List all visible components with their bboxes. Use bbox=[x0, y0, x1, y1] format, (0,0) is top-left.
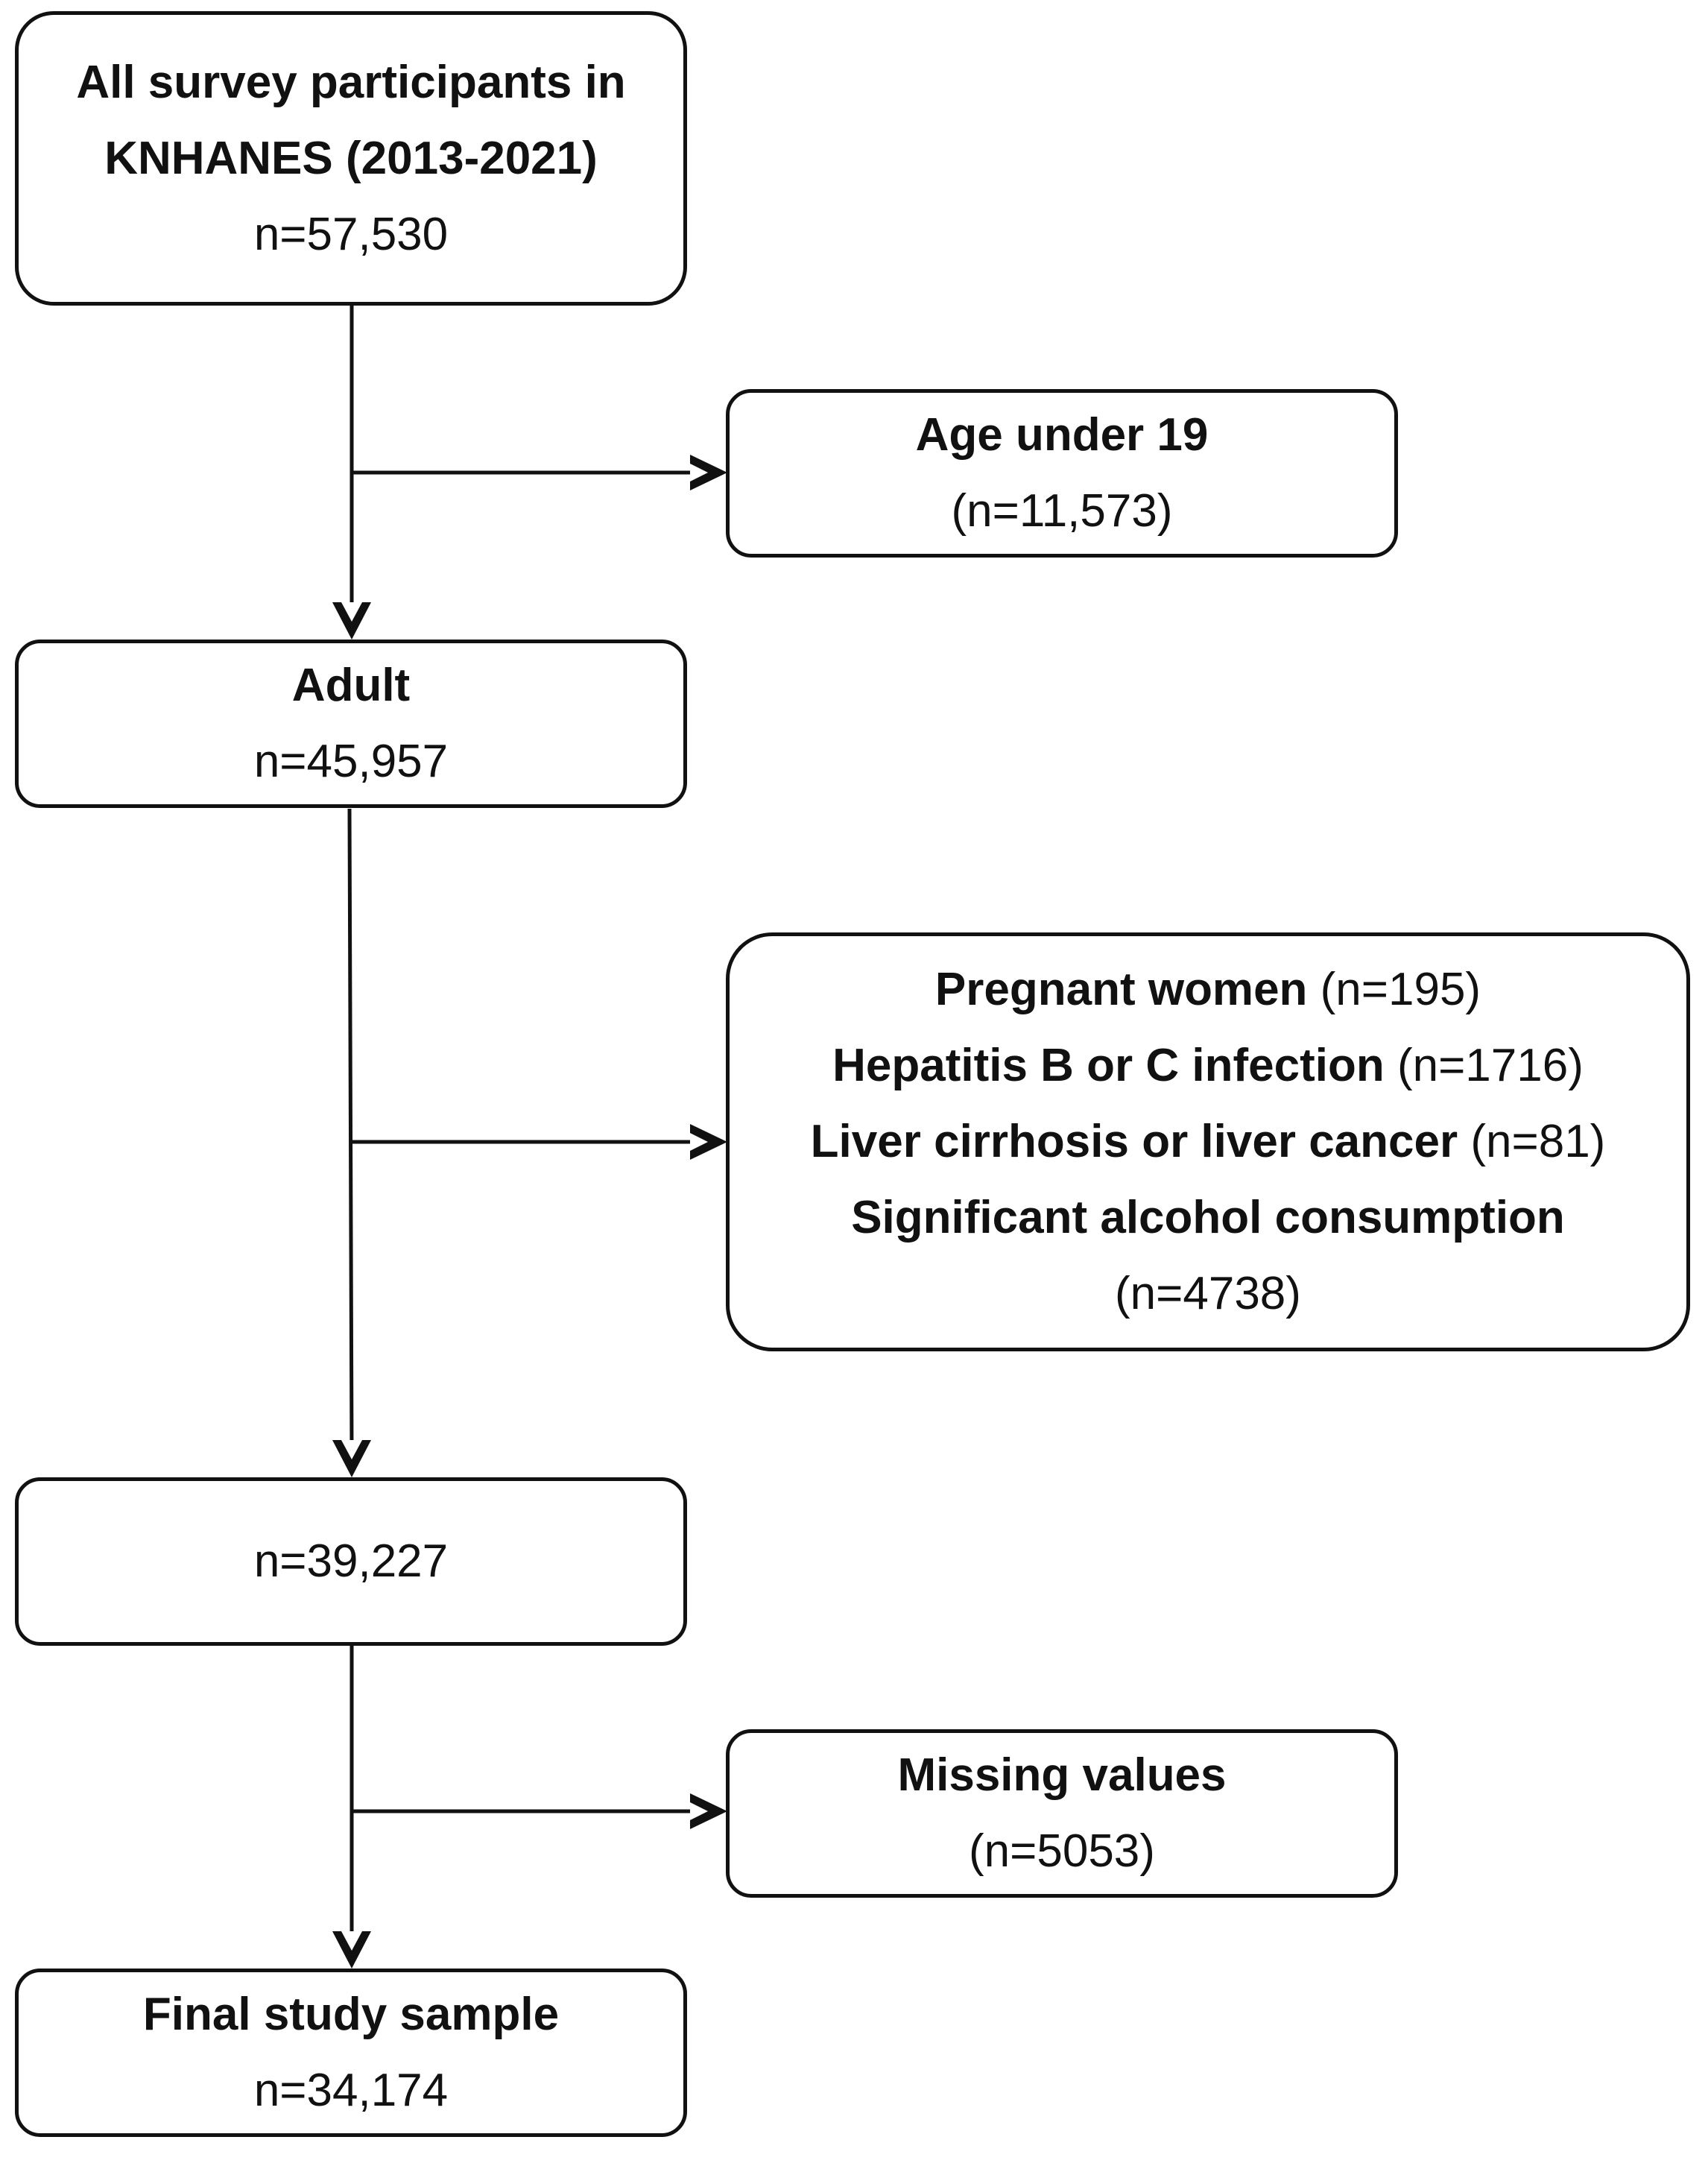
liver-label: Liver cirrhosis or liver cancer bbox=[810, 1116, 1458, 1167]
adult-count: n=45,957 bbox=[253, 736, 449, 787]
exclusion-pregnant: Pregnant women (n=195) bbox=[935, 952, 1481, 1028]
arrowhead-right-exclusions bbox=[690, 1124, 727, 1160]
final-sample-title: Final study sample bbox=[142, 1989, 560, 2040]
box-age-under-19: Age under 19 (n=11,573) bbox=[726, 389, 1398, 558]
missing-values-title: Missing values bbox=[897, 1749, 1227, 1801]
intermediate-count: n=39,227 bbox=[253, 1535, 449, 1587]
arrowhead-right-age bbox=[690, 455, 727, 490]
alcohol-count: (n=4738) bbox=[1115, 1268, 1301, 1319]
pregnant-label: Pregnant women bbox=[934, 964, 1308, 1015]
missing-values-count: (n=5053) bbox=[969, 1825, 1155, 1877]
box-missing-values: Missing values (n=5053) bbox=[726, 1729, 1398, 1898]
exclusion-liver: Liver cirrhosis or liver cancer (n=81) bbox=[811, 1104, 1606, 1180]
hepatitis-label: Hepatitis B or C infection bbox=[832, 1040, 1385, 1091]
box-final-sample: Final study sample n=34,174 bbox=[15, 1969, 687, 2137]
liver-count: (n=81) bbox=[1470, 1116, 1606, 1167]
all-participants-count: n=57,530 bbox=[253, 208, 449, 260]
trunk-line-2 bbox=[347, 808, 354, 1456]
age-under-19-count: (n=11,573) bbox=[951, 485, 1173, 537]
hepatitis-count: (n=1716) bbox=[1397, 1040, 1584, 1091]
all-participants-title-line1: All survey participants in bbox=[76, 56, 626, 108]
adult-title: Adult bbox=[291, 660, 411, 711]
all-participants-title-line2: KNHANES (2013-2021) bbox=[104, 132, 598, 184]
alcohol-label: Significant alcohol consumption bbox=[851, 1192, 1565, 1243]
box-exclusions: Pregnant women (n=195) Hepatitis B or C … bbox=[726, 932, 1690, 1351]
arrowhead-right-missing bbox=[690, 1793, 727, 1829]
pregnant-count: (n=195) bbox=[1320, 964, 1481, 1015]
box-adult: Adult n=45,957 bbox=[15, 640, 687, 808]
exclusion-hepatitis: Hepatitis B or C infection (n=1716) bbox=[832, 1028, 1584, 1104]
box-all-participants: All survey participants in KNHANES (2013… bbox=[15, 11, 687, 306]
final-sample-count: n=34,174 bbox=[253, 2065, 449, 2116]
age-under-19-title: Age under 19 bbox=[915, 409, 1209, 461]
box-intermediate: n=39,227 bbox=[15, 1477, 687, 1646]
